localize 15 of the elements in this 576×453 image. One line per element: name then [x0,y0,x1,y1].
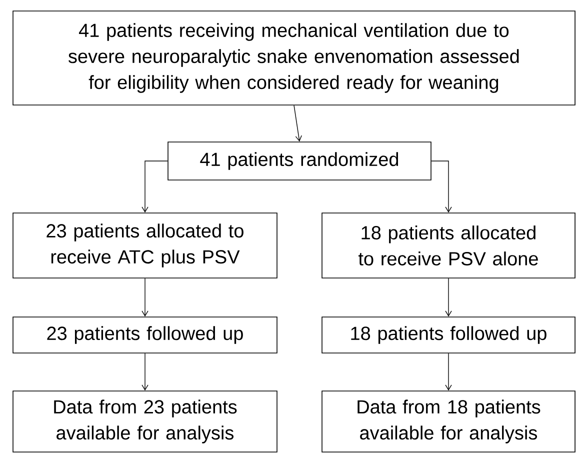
arrow [431,160,452,213]
process-box: 41 patients receiving mechanical ventilation due to severe neuroparalytic snake envenomation assessed for eligibility when considered ready for weaning [12,10,576,106]
arrow [142,353,148,391]
process-box: 23 patients followed up [12,316,278,354]
arrow [445,278,452,317]
arrow [445,353,452,391]
arrow [142,160,168,213]
process-box: 23 patients allocated to receive ATC plus PSV [12,212,278,278]
process-box: 18 patients followed up [322,316,576,354]
process-box: 41 patients randomized [168,142,432,180]
arrow [142,278,148,317]
arrow [294,105,302,142]
process-box: Data from 18 patients available for analysis [322,390,576,452]
process-box: 18 patients allocated to receive PSV alone [322,212,576,278]
process-box: Data from 23 patients available for analysis [12,390,278,452]
